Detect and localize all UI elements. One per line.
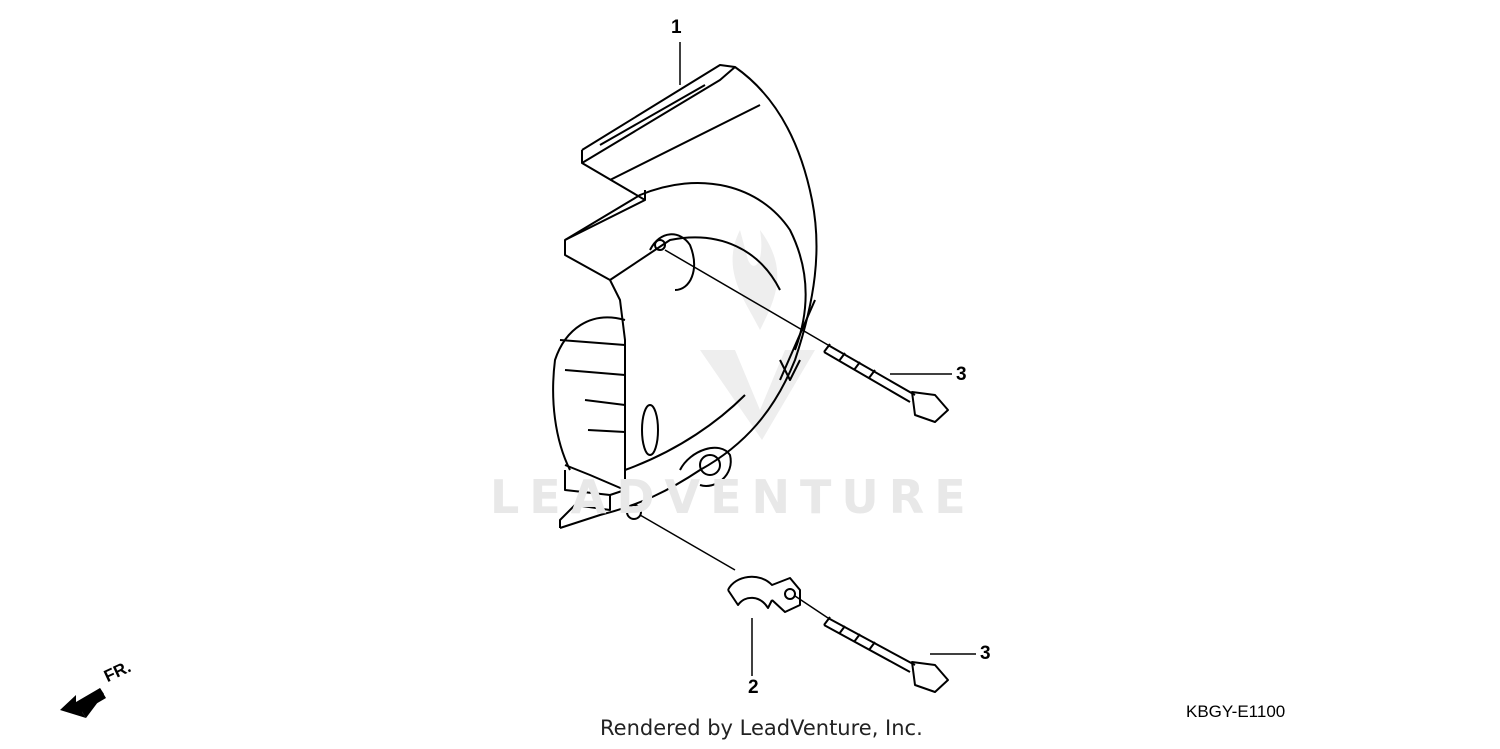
watermark-text: LEADVENTURE	[490, 470, 976, 524]
watermark-logo	[700, 230, 815, 440]
callout-1[interactable]: 1	[671, 17, 682, 38]
bolt-part-3-upper	[823, 343, 949, 423]
cover-part-1	[552, 64, 818, 529]
diagram-code: KBGY-E1100	[1186, 702, 1286, 721]
callout-2[interactable]: 2	[748, 677, 759, 698]
footer-credit: Rendered by LeadVenture, Inc.	[600, 716, 923, 740]
leader-lines	[639, 42, 976, 676]
clamp-part-2	[727, 575, 801, 613]
callout-3-lower[interactable]: 3	[980, 643, 991, 664]
front-direction-arrow-icon	[60, 688, 106, 718]
callout-3-upper[interactable]: 3	[956, 364, 967, 385]
bolt-part-3-lower	[823, 616, 949, 693]
